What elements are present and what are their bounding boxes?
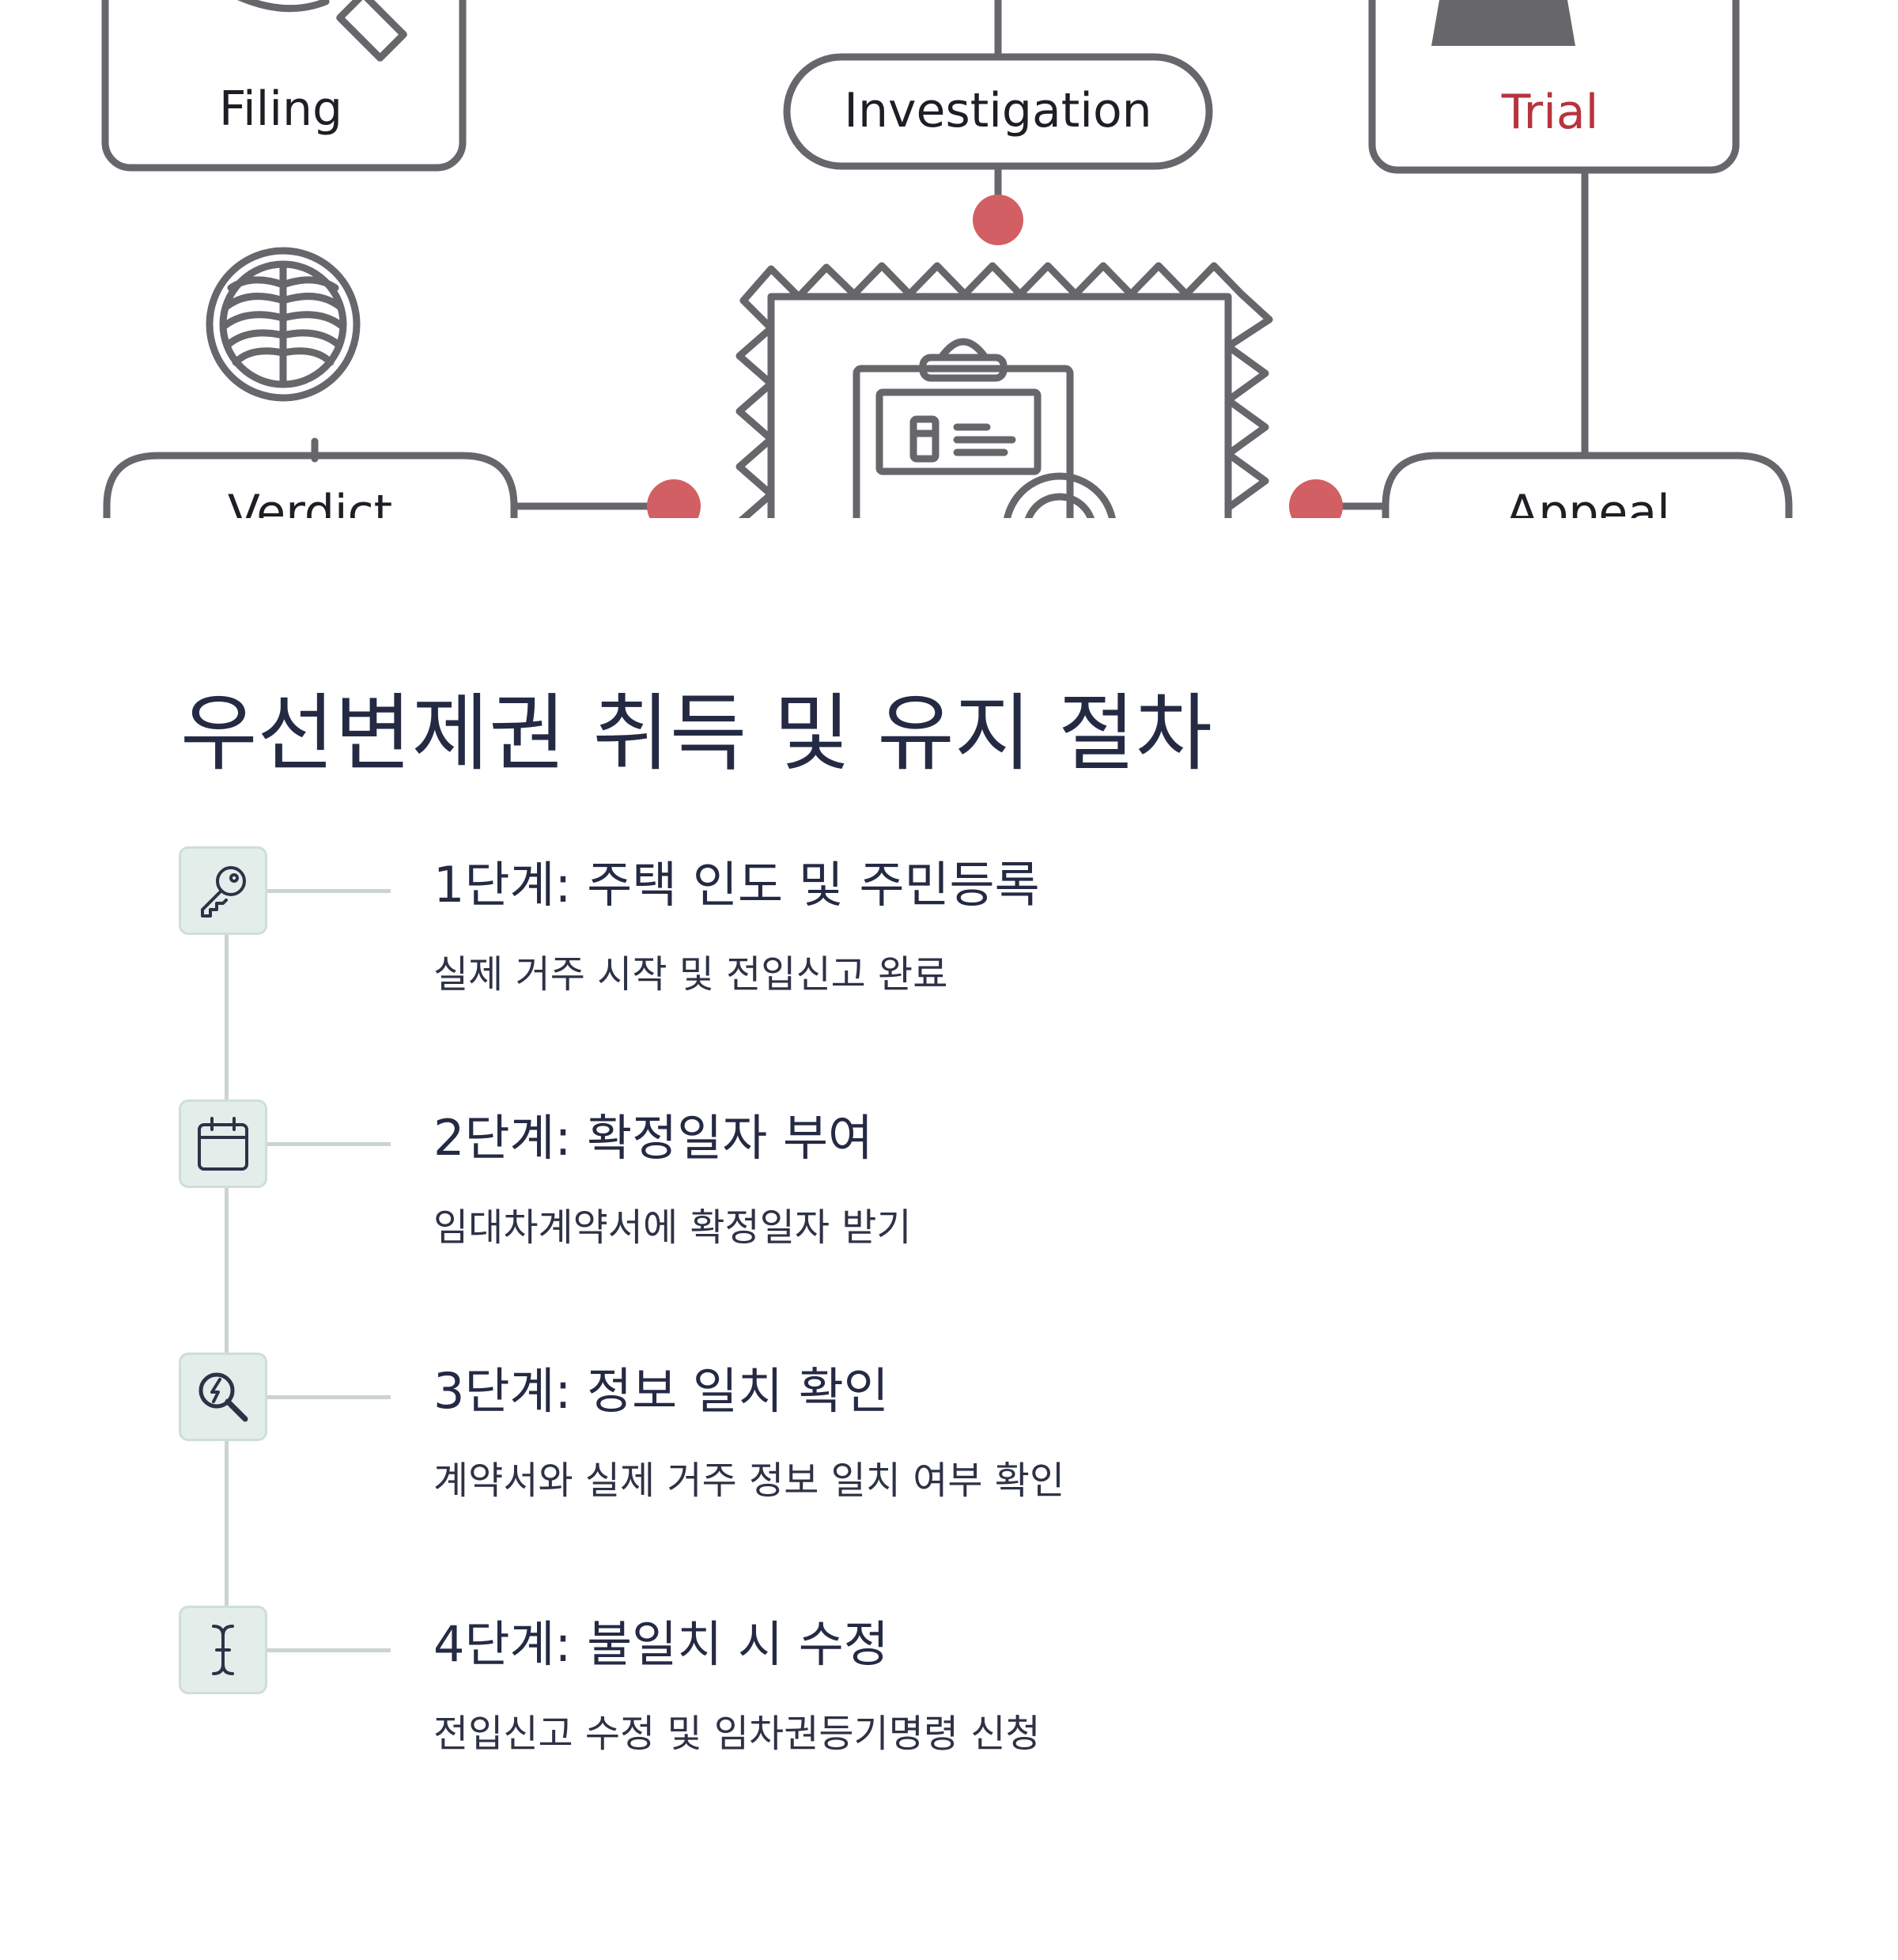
trial-label: Trial <box>1501 85 1599 140</box>
dot-verdict <box>647 479 701 518</box>
appeal-label: Appeal <box>1506 485 1670 518</box>
trial-node <box>1368 0 1740 174</box>
verdict-node <box>103 452 518 518</box>
calendar-icon <box>179 1099 267 1188</box>
legal-process-diagram: Filing Investigation Trial Verdict Appea… <box>0 0 1898 518</box>
timeline-line <box>225 850 229 1641</box>
procedure-section: 우선변제권 취득 및 유지 절차 1단계: 주택 인도 및 주민등록 실제 거주… <box>0 518 1898 1960</box>
clipboard-icon <box>853 338 1074 518</box>
step-3: 3단계: 정보 일치 확인 계약서와 실제 거주 정보 일치 여부 확인 <box>0 1353 1898 1511</box>
stamp-frame <box>735 262 1273 518</box>
step-1: 1단계: 주택 인도 및 주민등록 실제 거주 시작 및 전입신고 완료 <box>0 846 1898 1005</box>
step-4-connector <box>267 1648 391 1652</box>
magnifier-icon <box>236 0 407 62</box>
filing-label: Filing <box>219 81 342 137</box>
step-2-connector <box>267 1142 391 1146</box>
step-1-description: 실제 거주 시작 및 전입신고 완료 <box>433 952 948 997</box>
investigation-node <box>783 53 1213 170</box>
clipboard-magnifier-icon <box>1004 472 1116 518</box>
step-3-description: 계약서와 실제 거주 정보 일치 여부 확인 <box>433 1459 1065 1503</box>
step-2-title: 2단계: 확정일자 부여 <box>433 1109 874 1167</box>
section-title: 우선변제권 취득 및 유지 절차 <box>180 685 1213 782</box>
investigation-label: Investigation <box>844 83 1151 138</box>
verdict-label: Verdict <box>228 485 392 518</box>
step-4: 4단계: 불일치 시 수정 전입신고 수정 및 임차권등기명령 신청 <box>0 1606 1898 1764</box>
step-2-description: 임대차계약서에 확정일자 받기 <box>433 1205 912 1250</box>
step-1-connector <box>267 889 391 893</box>
step-3-connector <box>267 1395 391 1399</box>
brain-emblem-icon <box>206 247 361 402</box>
step-3-title: 3단계: 정보 일치 확인 <box>433 1362 889 1420</box>
filing-node <box>101 0 467 172</box>
step-4-title: 4단계: 불일치 시 수정 <box>433 1615 889 1673</box>
diagram-canvas: Filing Investigation Trial Verdict Appea… <box>101 0 1793 518</box>
gavel-base-icon <box>1431 0 1575 46</box>
search-bolt-icon <box>179 1353 267 1441</box>
step-2: 2단계: 확정일자 부여 임대차계약서에 확정일자 받기 <box>0 1099 1898 1258</box>
key-icon <box>179 846 267 935</box>
step-1-title: 1단계: 주택 인도 및 주민등록 <box>433 856 1040 914</box>
dot-appeal <box>1289 479 1343 518</box>
step-4-description: 전입신고 수정 및 임차권등기명령 신청 <box>433 1712 1041 1756</box>
appeal-node <box>1382 452 1793 518</box>
text-cursor-icon <box>179 1606 267 1694</box>
dot-investigation <box>973 195 1023 245</box>
